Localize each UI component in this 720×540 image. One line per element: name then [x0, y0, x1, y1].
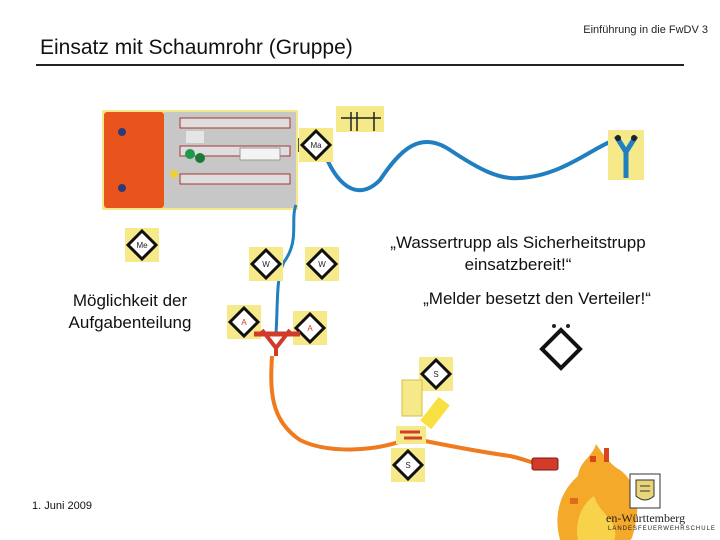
marker-ma: Ma — [299, 128, 333, 162]
marker-label: W — [262, 260, 270, 269]
coat-of-arms-icon — [629, 473, 661, 509]
foam-canister-icon — [401, 379, 450, 430]
header-note: Einführung in die FwDV 3 — [583, 24, 708, 36]
marker-w1: W — [249, 247, 283, 281]
school-subtitle: LANDESFEUERWEHRSCHULE — [608, 526, 716, 532]
marker-label: S — [433, 370, 438, 379]
distributor-icon — [254, 328, 300, 356]
school-name: en-Württemberg — [606, 511, 686, 525]
quote-melder: „Melder besetzt den Verteiler!“ — [423, 289, 651, 308]
marker-a1: A — [227, 305, 261, 339]
quote-line-2: einsatzbereit!“ — [464, 255, 572, 274]
marker-me: Me — [125, 228, 159, 262]
marker-label: S — [405, 461, 410, 470]
marker-s1: S — [419, 357, 453, 391]
quote-line-1: „Wassertrupp als Sicherheitstrupp — [390, 233, 646, 252]
foam-hose — [269, 355, 405, 452]
water-hose — [323, 139, 611, 193]
marker-label: A — [241, 318, 247, 327]
date-label: 1. Juni 2009 — [32, 500, 92, 512]
title-divider — [36, 64, 684, 66]
hydrant-icon — [608, 130, 644, 180]
quote-water-troop: „Wassertrupp als Sicherheitstrupp einsat… — [348, 232, 688, 276]
melder-position-icon — [539, 324, 583, 371]
marker-w2: W — [305, 247, 339, 281]
foam-inductor-icon — [396, 426, 426, 444]
fire-truck — [102, 110, 308, 210]
task-split-line-1: Möglichkeit der — [72, 291, 188, 310]
hose-rack — [336, 106, 384, 132]
page-title: Einsatz mit Schaumrohr (Gruppe) — [40, 36, 353, 59]
foam-nozzle-icon — [531, 457, 559, 471]
task-split-note: Möglichkeit der Aufgabenteilung — [40, 290, 220, 334]
marker-a2: A — [293, 311, 327, 345]
marker-label: A — [307, 324, 313, 333]
marker-label: Me — [136, 241, 148, 250]
marker-label: Ma — [310, 141, 322, 150]
marker-s2: S — [391, 448, 425, 482]
fire-icon — [557, 444, 638, 540]
task-split-line-2: Aufgabenteilung — [68, 313, 192, 332]
marker-label: W — [318, 260, 326, 269]
